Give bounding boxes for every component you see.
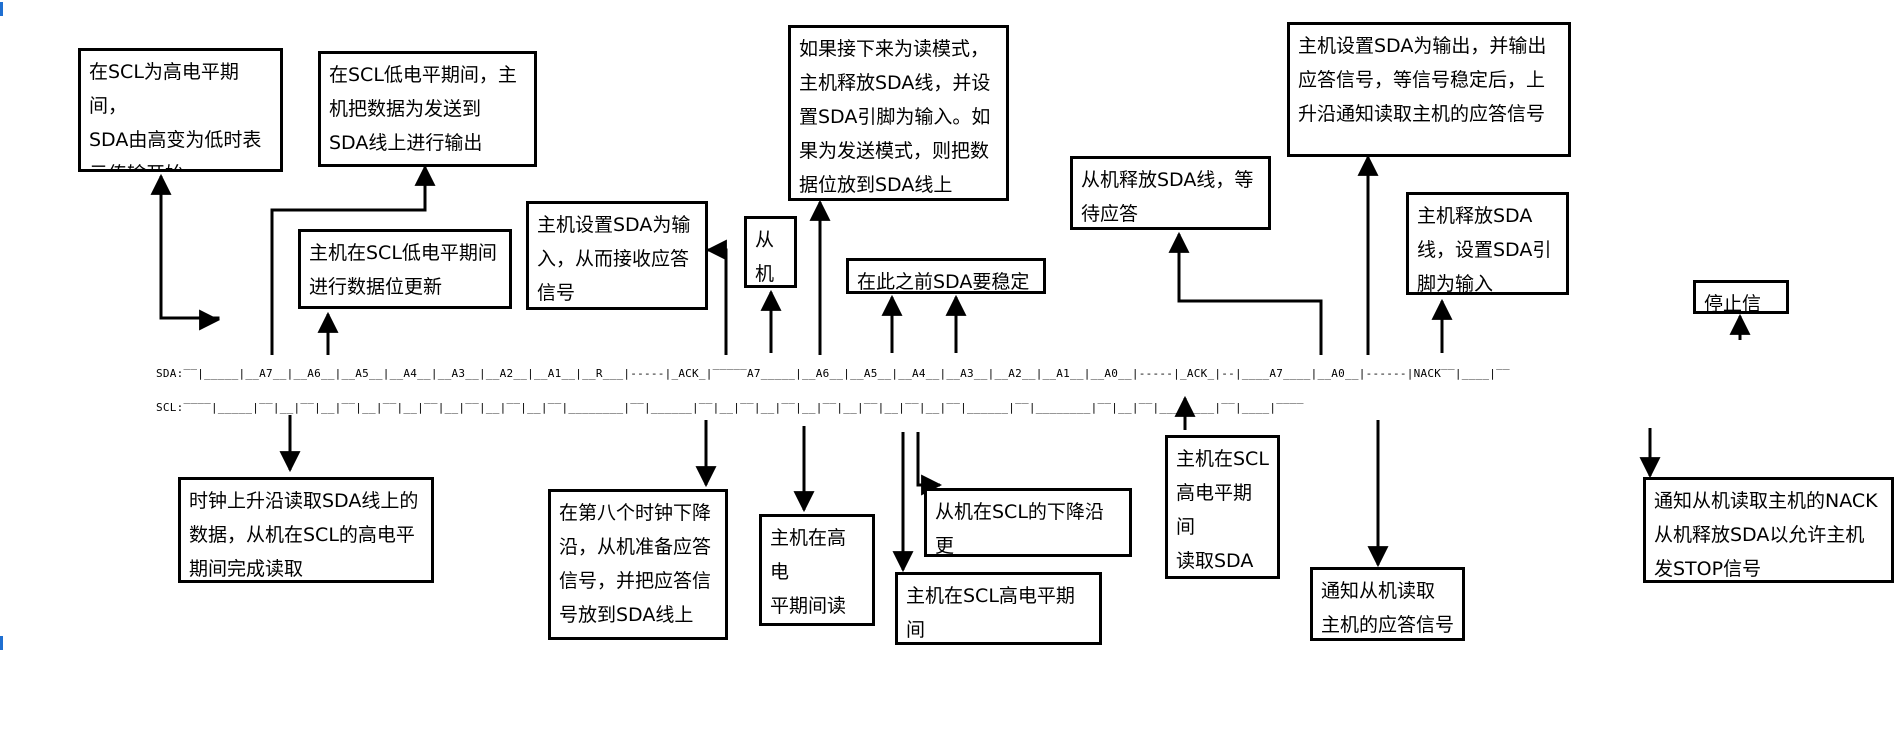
scl-waveform: SCL:‾‾‾‾|_____|‾‾|__|‾‾|__|‾‾|__|‾‾|__|‾… — [156, 401, 1304, 414]
arrow-master-set-input — [705, 239, 728, 355]
edge-marker — [0, 636, 3, 650]
annotation-slave-release-sda: 从机释放SDA线，等 待应答 — [1070, 156, 1271, 230]
arrow-master-output-data — [270, 164, 436, 355]
annotation-start-condition: 在SCL为高电平期间， SDA由高变为低时表 示传输开始 — [78, 48, 283, 172]
sda-waveform: SDA:‾‾|_____|__A7__|__A6__|__A5__|__A4__… — [156, 367, 1510, 380]
edge-marker — [0, 2, 3, 16]
arrow-slave-release-sda — [1168, 231, 1323, 355]
annotation-sda-stable: 在此之前SDA要稳定 — [846, 258, 1046, 294]
annotation-rising-edge-read: 时钟上升沿读取SDA线上的 数据，从机在SCL的高电平 期间完成读取 — [178, 477, 434, 583]
annotation-slave-update-falling: 从机在SCL的下降沿更 新SDA线上的数据 — [924, 488, 1132, 557]
annotation-slave-ack: 从机 应答 — [744, 216, 797, 288]
annotation-nack-stop: 通知从机读取主机的NACK 从机释放SDA以允许主机 发STOP信号 — [1643, 477, 1894, 583]
annotation-master-release-sda: 主机释放SDA 线，设置SDA引 脚为输入 — [1406, 192, 1569, 295]
annotation-master-read-ack: 主机在高电 平期间读一 次ACK — [759, 514, 875, 626]
annotation-master-output-ack: 主机设置SDA为输出，并输出 应答信号，等信号稳定后，上 升沿通知读取主机的应答… — [1287, 22, 1571, 157]
annotation-master-output-data: 在SCL低电平期间，主 机把数据为发送到 SDA线上进行输出 — [318, 51, 537, 167]
annotation-read-or-send-mode: 如果接下来为读模式， 主机释放SDA线，并设 置SDA引脚为输入。如 果为发送模… — [788, 25, 1009, 201]
annotation-master-update-bit: 主机在SCL低电平期间 进行数据位更新 — [298, 229, 512, 309]
arrow-start-condition-line — [150, 173, 220, 320]
annotation-notify-slave-read-ack: 通知从机读取 主机的应答信号 — [1310, 567, 1465, 641]
annotation-master-set-input: 主机设置SDA为输 入，从而接收应答 信号 — [526, 201, 708, 310]
annotation-eighth-clock-falling: 在第八个时钟下降 沿，从机准备应答 信号，并把应答信 号放到SDA线上 — [548, 489, 728, 640]
annotation-stop-signal: 停止信号 — [1693, 280, 1789, 314]
arrow-slave-update-falling — [916, 432, 943, 496]
